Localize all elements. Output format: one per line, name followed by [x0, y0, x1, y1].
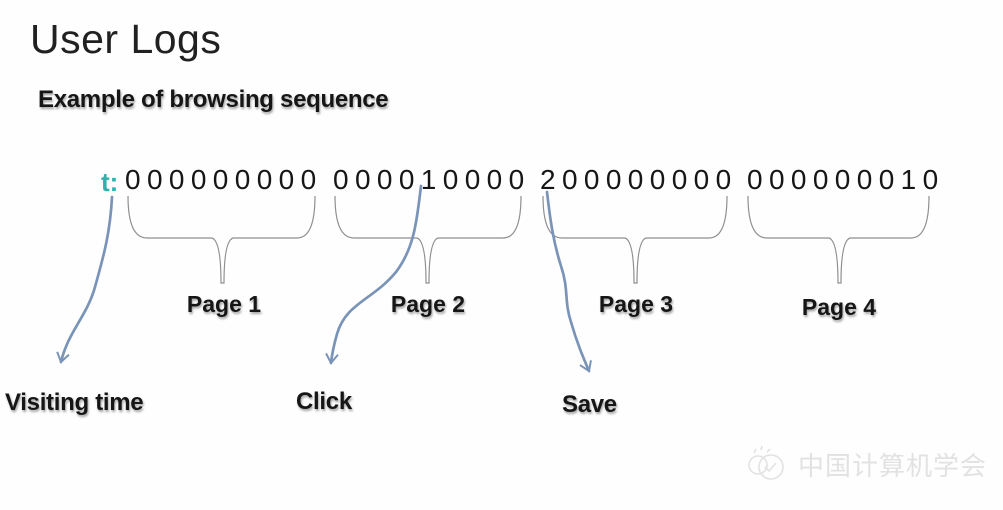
brace-page3	[542, 195, 728, 284]
arrow-save	[545, 190, 592, 373]
page2-label: Page 2	[390, 291, 466, 317]
brace-page1	[127, 195, 316, 284]
arrow-visiting-time	[56, 195, 114, 364]
watermark: 中国计算机学会	[744, 444, 987, 484]
page4-label: Page 4	[801, 294, 877, 320]
sequence-group-page4: 0 0 0 0 0 0 0 1 0	[747, 164, 938, 195]
sequence-group-page2: 0 0 0 0 1 0 0 0 0	[333, 164, 524, 195]
time-variable-label: t:	[101, 167, 119, 197]
sequence-group-page1: 0 0 0 0 0 0 0 0 0	[125, 164, 316, 195]
slide-subtitle: Example of browsing sequence	[38, 86, 389, 113]
brace-page2	[334, 195, 522, 284]
brace-page4	[747, 195, 930, 284]
page3-label: Page 3	[598, 291, 674, 317]
page1-label: Page 1	[186, 291, 262, 317]
sequence-group-page3: 2 0 0 0 0 0 0 0 0	[540, 164, 731, 195]
click-label: Click	[296, 388, 352, 415]
visiting-time-label: Visiting time	[5, 389, 144, 416]
arrow-click	[325, 184, 423, 365]
ccf-logo-icon	[748, 445, 784, 480]
save-label: Save	[562, 391, 617, 418]
page-title: User Logs	[30, 16, 222, 62]
watermark-text: 中国计算机学会	[798, 450, 988, 481]
